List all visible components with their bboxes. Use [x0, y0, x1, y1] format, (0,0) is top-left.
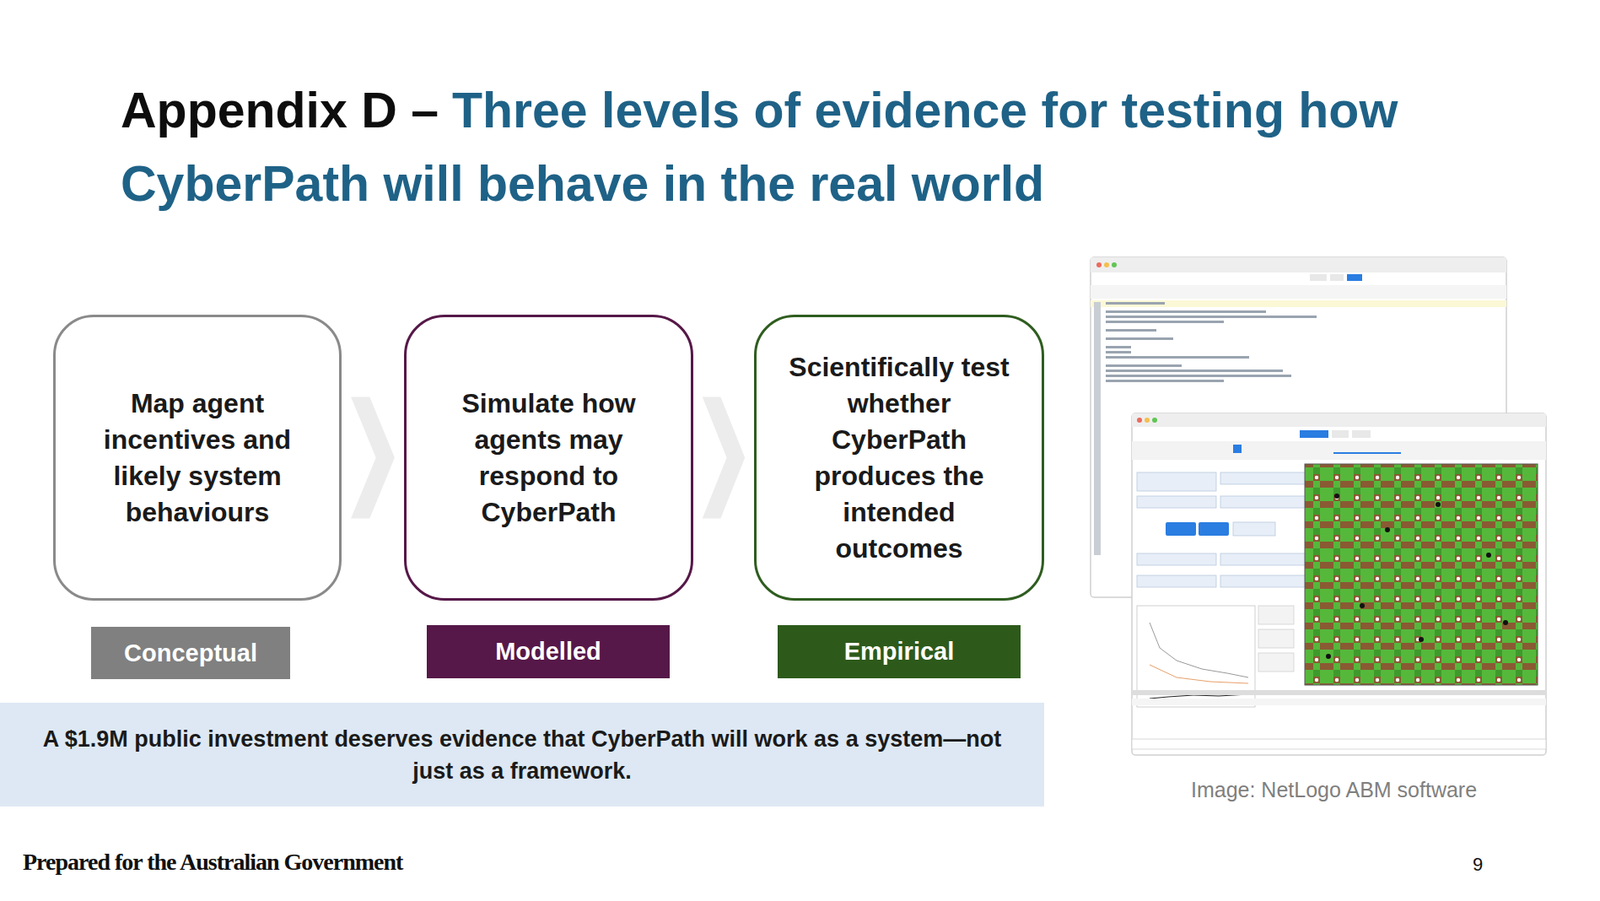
- process-box: Map agent incentives and likely system b…: [53, 314, 342, 601]
- connector-line: [693, 457, 755, 458]
- flow-chevron: [693, 397, 755, 519]
- process-box: Simulate how agents may respond to Cyber…: [404, 314, 694, 601]
- software-screenshot: [1083, 251, 1557, 766]
- slide-heading: Appendix D –Three levels of evidence for…: [120, 74, 1487, 221]
- connector-line: [341, 457, 405, 458]
- level-tag: Modelled: [426, 624, 670, 679]
- level-tag: Conceptual: [91, 626, 291, 679]
- appendix-label: Appendix D –: [120, 82, 439, 139]
- node-text: Modelled: [495, 637, 602, 666]
- flow-chevron: [341, 397, 405, 519]
- chevron-head: [350, 397, 395, 519]
- page-number: 9: [1472, 853, 1483, 876]
- node-text: A $1.9M public investment deserves evide…: [25, 722, 1019, 787]
- node-text: Scientifically test whether CyberPath pr…: [778, 349, 1020, 567]
- node-text: Conceptual: [123, 639, 258, 668]
- level-tag: Empirical: [777, 624, 1021, 679]
- key-message-band: A $1.9M public investment deserves evide…: [0, 702, 1045, 807]
- image-credit: Image: NetLogo ABM software: [1190, 777, 1477, 803]
- node-text: Map agent incentives and likely system b…: [77, 385, 318, 531]
- process-box: Scientifically test whether CyberPath pr…: [754, 314, 1045, 601]
- node-text: Empirical: [844, 637, 955, 666]
- node-text: Simulate how agents may respond to Cyber…: [428, 385, 669, 531]
- footer-note: Prepared for the Australian Government: [22, 848, 403, 876]
- chevron-head: [702, 397, 745, 519]
